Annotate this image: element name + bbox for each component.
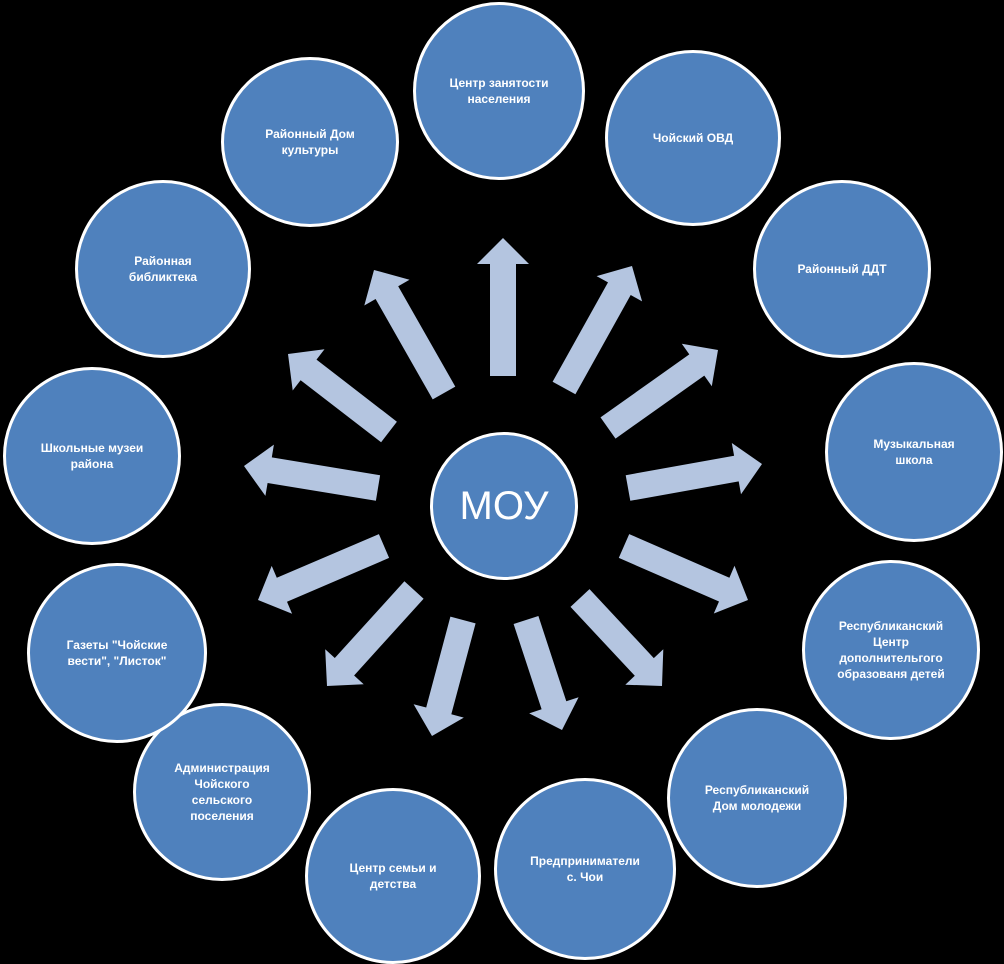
arrow-13 (364, 270, 456, 400)
node-label: Республиканский Центр дополнительгого об… (837, 619, 945, 681)
node-label: Чойский ОВД (652, 131, 734, 145)
center-node: МОУ (430, 432, 578, 580)
arrow-9 (325, 581, 424, 686)
arrow-7 (513, 616, 579, 730)
arrow-10 (258, 534, 390, 614)
node-label: Районная библиктека (128, 254, 198, 284)
node-republican-youth-house: Республиканский Дом молодежи (667, 708, 847, 888)
arrow-4 (625, 443, 762, 501)
node-settlement-administration: Администрация Чойского сельского поселен… (133, 703, 311, 881)
node-newspapers: Газеты "Чойские вести", "Листок" (27, 563, 207, 743)
arrow-5 (618, 534, 748, 614)
arrow-1 (477, 238, 529, 376)
node-label: Предприниматели с. Чои (530, 854, 640, 884)
arrow-11 (244, 444, 381, 501)
arrow-3 (600, 343, 718, 439)
node-label: Районный ДДТ (797, 262, 887, 276)
node-label: Администрация Чойского сельского поселен… (174, 761, 270, 823)
node-district-children-house: Районный ДДТ (753, 180, 931, 358)
node-label: Районный Дом культуры (265, 127, 355, 157)
node-district-culture-house: Районный Дом культуры (221, 57, 399, 227)
node-label: Центр семьи и детства (349, 861, 437, 891)
node-police-department: Чойский ОВД (605, 50, 781, 226)
arrow-6 (570, 589, 664, 686)
node-label: Школьные музеи района (40, 441, 144, 471)
node-employment-center: Центр занятости населения (413, 2, 585, 180)
node-label: Центр занятости населения (449, 76, 549, 106)
node-district-library: Районная библиктека (75, 180, 251, 358)
node-entrepreneurs: Предприниматели с. Чои (494, 778, 676, 960)
center-node-label: МОУ (459, 484, 549, 528)
node-republican-additional-education-center: Республиканский Центр дополнительгого об… (802, 560, 980, 740)
arrow-2 (552, 266, 643, 395)
arrow-12 (288, 349, 397, 443)
node-label: Республиканский Дом молодежи (704, 783, 810, 813)
node-family-children-center: Центр семьи и детства (305, 788, 481, 964)
node-music-school: Музыкальная школа (825, 362, 1003, 542)
node-label: Музыкальная школа (873, 437, 955, 467)
node-school-museums: Школьные музеи района (3, 367, 181, 545)
node-label: Газеты "Чойские вести", "Листок" (66, 638, 168, 668)
arrow-8 (413, 616, 476, 736)
